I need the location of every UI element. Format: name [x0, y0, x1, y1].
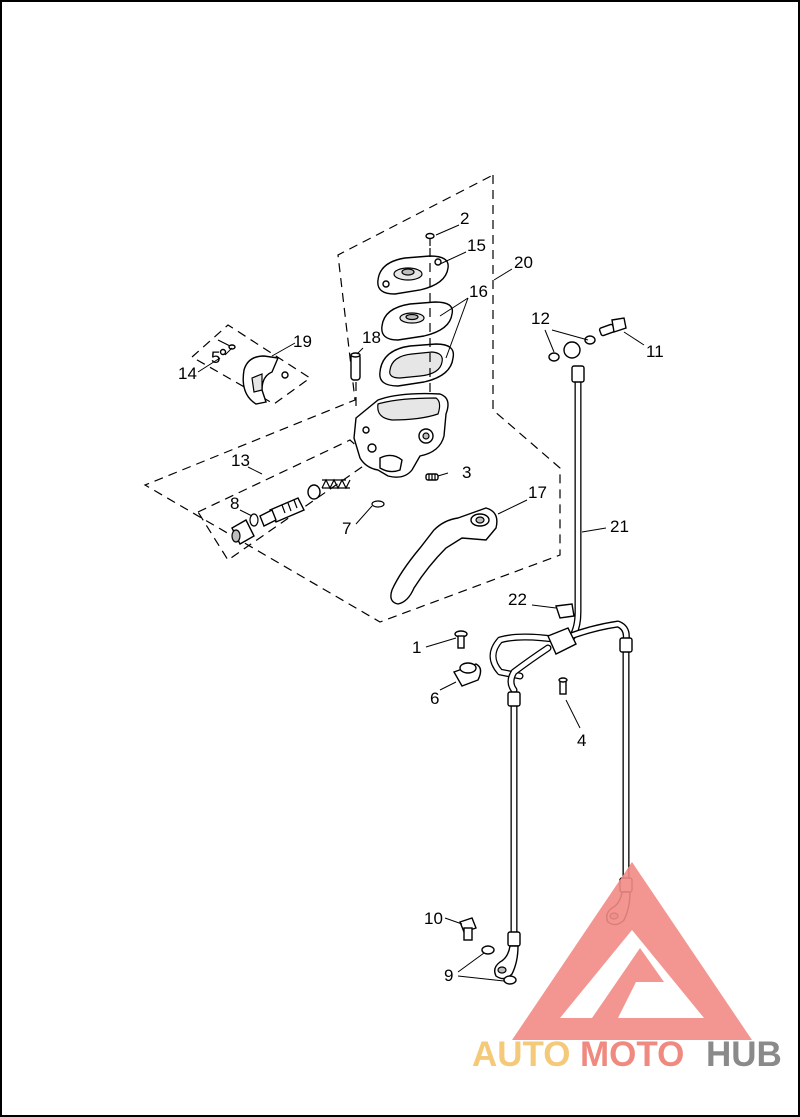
callout-20: 20 — [514, 253, 533, 272]
callout-8: 8 — [230, 494, 239, 513]
pivot-pin-18 — [350, 352, 361, 412]
washer-9b — [503, 975, 517, 985]
callout-11: 11 — [646, 342, 664, 361]
screw-2 — [425, 232, 435, 246]
master-cylinder-body-20 — [353, 392, 449, 478]
callout-14: 14 — [178, 364, 197, 383]
washer-12b — [548, 352, 560, 362]
watermark-text-moto: MOTO — [580, 1035, 684, 1074]
watermark-text-auto: AUTO — [472, 1035, 571, 1074]
boot — [231, 519, 255, 545]
cup-seal — [307, 484, 321, 500]
clutch-lever-17 — [390, 507, 498, 605]
callout-7: 7 — [342, 519, 351, 538]
callout-19: 19 — [293, 332, 312, 351]
clamp-kit-outline — [190, 324, 312, 405]
line-clip-22 — [555, 603, 575, 619]
set-screw-3 — [425, 473, 439, 481]
callout-4: 4 — [577, 731, 586, 750]
screw-4 — [558, 677, 568, 695]
callout-6: 6 — [430, 689, 439, 708]
diaphragm-plate-16 — [381, 301, 454, 341]
callout-16: 16 — [469, 282, 488, 301]
washer-14 — [219, 348, 227, 356]
spring-13 — [321, 478, 351, 490]
callout-5: 5 — [211, 348, 220, 367]
callout-9: 9 — [444, 966, 453, 985]
callout-2: 2 — [460, 209, 469, 228]
callout-17: 17 — [528, 483, 547, 502]
callout-13: 13 — [231, 451, 250, 470]
banjo-fitting-top — [563, 341, 581, 359]
o-ring-7 — [371, 500, 385, 508]
callout-12: 12 — [531, 309, 550, 328]
line-ferrule-top — [571, 365, 585, 383]
watermark-triangle — [512, 862, 752, 1040]
callout-15: 15 — [467, 236, 486, 255]
master-cylinder-outline — [143, 174, 561, 623]
diaphragm-16 — [379, 343, 455, 387]
reservoir-cover-15 — [377, 255, 449, 295]
banjo-fitting-left — [493, 945, 519, 980]
watermark-text-hub: HUB — [706, 1035, 782, 1074]
leader-lines — [197, 224, 645, 982]
callout-3: 3 — [462, 463, 471, 482]
banjo-bolt-11 — [598, 317, 627, 337]
washer-12a — [584, 335, 596, 345]
clamp-screw-5 — [217, 339, 236, 350]
banjo-bolt-10 — [459, 917, 477, 941]
piston-rod — [259, 509, 277, 527]
callout-1: 1 — [412, 638, 421, 657]
callout-22: 22 — [508, 590, 527, 609]
piston-kit-outline — [197, 439, 373, 561]
retaining-ring-8 — [249, 513, 259, 527]
watermark-logo: AUTO MOTO HUB — [472, 862, 782, 1074]
callout-21: 21 — [610, 517, 629, 536]
junction-block — [547, 627, 577, 655]
p-clip-6 — [452, 662, 482, 687]
callout-18: 18 — [362, 328, 381, 347]
callout-10: 10 — [424, 909, 443, 928]
handlebar-clamp-19 — [242, 355, 289, 405]
washer-9a — [481, 945, 495, 955]
screw-1 — [454, 630, 468, 649]
